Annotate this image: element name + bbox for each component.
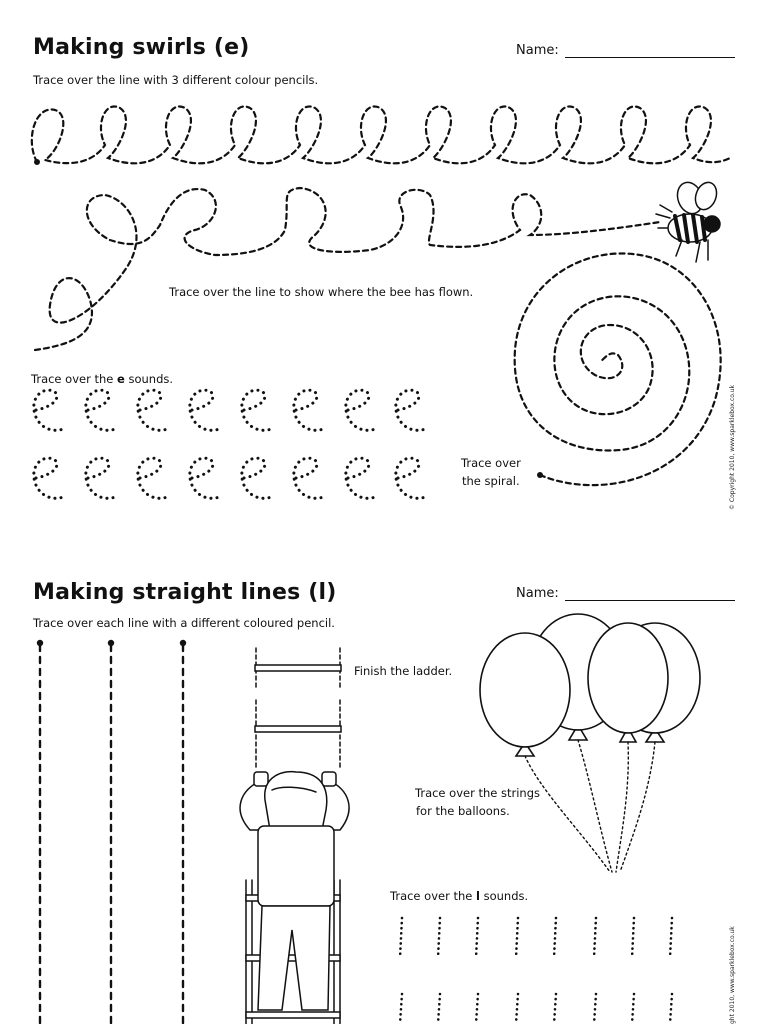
- instruction-l-letter: l: [476, 889, 480, 903]
- instruction-ladder: Finish the ladder.: [354, 664, 453, 678]
- swirl-trace-line[interactable]: [30, 105, 732, 165]
- page-title-lines: Making straight lines (l): [33, 580, 337, 605]
- vertical-trace-lines[interactable]: [38, 643, 185, 1024]
- bee-flight-path[interactable]: [33, 186, 662, 352]
- spiral-start-dot: [537, 472, 543, 478]
- instruction-spiral-1: Trace over: [461, 456, 521, 470]
- page-title-swirls: Making swirls (e): [33, 35, 250, 60]
- instruction-l-prefix: Trace over the: [390, 889, 476, 903]
- instruction-e-suffix: sounds.: [124, 372, 174, 386]
- instruction-e-sounds: Trace over the e sounds.: [31, 370, 173, 388]
- instruction-strings-1: Trace over the strings: [415, 786, 540, 800]
- instruction-e-letter: e: [117, 372, 125, 386]
- swirl-start-dot: [34, 159, 40, 165]
- instruction-strings-2: for the balloons.: [416, 804, 510, 818]
- instruction-bee: Trace over the line to show where the be…: [169, 285, 474, 299]
- dotted-e-letters[interactable]: [32, 388, 430, 500]
- instruction-l-sounds: Trace over the l sounds.: [390, 887, 528, 905]
- spiral-trace-line[interactable]: [513, 252, 722, 487]
- boy-climbing-icon: [239, 770, 350, 1011]
- instruction-lines: Trace over each line with a different co…: [33, 616, 335, 630]
- vertical-line-start-dots: [36, 639, 187, 647]
- balloon-icon: [479, 613, 701, 757]
- name-label: Name:: [516, 43, 559, 58]
- dotted-l-letters[interactable]: [398, 916, 674, 1024]
- balloon-strings[interactable]: [524, 739, 656, 873]
- instruction-spiral-2: the spiral.: [462, 474, 520, 488]
- instruction-swirls: Trace over the line with 3 different col…: [33, 73, 319, 87]
- name-field[interactable]: [565, 56, 735, 58]
- name-field-2[interactable]: [565, 599, 735, 601]
- name-label-2: Name:: [516, 586, 559, 601]
- bee-icon: [655, 181, 721, 263]
- ladder-icon[interactable]: [245, 647, 342, 1024]
- instruction-e-prefix: Trace over the: [31, 372, 117, 386]
- instruction-l-suffix: sounds.: [479, 889, 529, 903]
